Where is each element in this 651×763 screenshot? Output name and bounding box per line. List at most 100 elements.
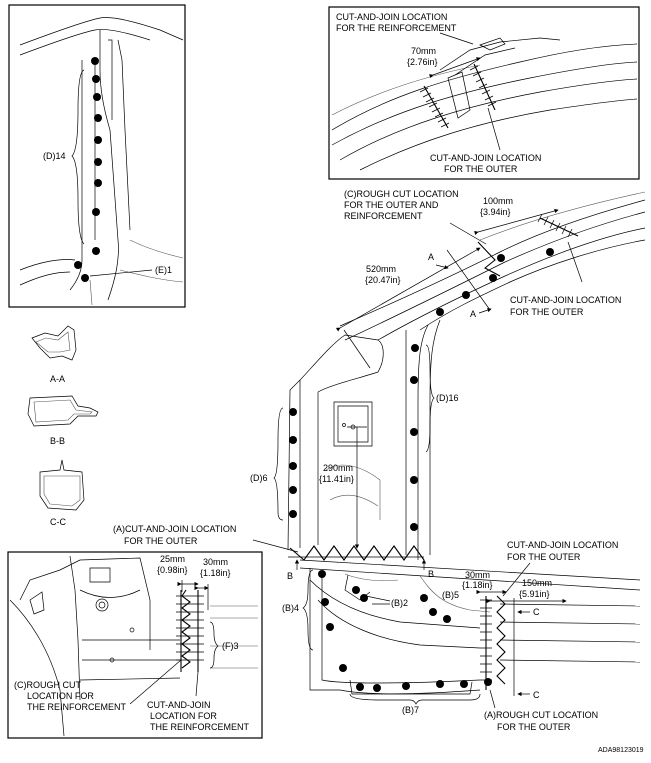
label-d16: (D)16 (436, 393, 459, 403)
outer-cut-label-2: FOR THE OUTER (444, 164, 518, 174)
b7-brace (349, 693, 481, 705)
label-b7: (B)7 (402, 705, 419, 715)
reinforcement-cut-label-2: FOR THE REINFORCEMENT (336, 23, 457, 33)
dim-30mm-main: 30mm (465, 570, 490, 580)
spot-welds-d14 (74, 57, 102, 282)
dim-70in: {2.76in} (407, 57, 438, 67)
label-e1: (E)1 (155, 265, 172, 275)
section-aa: A-A (31, 325, 77, 384)
inset-cut-lines (176, 580, 209, 672)
cut-join-outer-lower-leader (502, 562, 531, 597)
pillar-drawing (19, 17, 184, 306)
inset-top-right-frame (328, 6, 640, 180)
b4-brace (302, 569, 314, 651)
outer-leader (487, 107, 501, 151)
dim-100in: {3.94in} (480, 207, 511, 217)
label-b5: (B)5 (442, 590, 459, 600)
inset-bottom-left: 25mm {0.98in} 30mm {1.18in} (F)3 (C)ROUG… (7, 551, 263, 739)
dim-520in: {20.47in} (365, 275, 401, 285)
section-a-bottom: A (470, 309, 476, 319)
main-annotations: (C)ROUGH CUT LOCATION FOR THE OUTER AND … (113, 189, 621, 732)
rocker-detail-drawing (9, 555, 258, 737)
d16-brace (425, 344, 435, 453)
dim-100mm: 100mm (483, 196, 513, 206)
inset-rough-cut-3: THE REINFORCEMENT (27, 702, 127, 712)
reinforcement-leader (439, 32, 474, 45)
dim-520mm: 520mm (366, 264, 396, 274)
label-b4: (B)4 (282, 603, 299, 613)
label-d6: (D)6 (250, 473, 268, 483)
inset-cut-join-2: LOCATION FOR (150, 711, 217, 721)
section-a-line (446, 249, 491, 311)
spot-welds-b (318, 570, 492, 692)
cut-join-outer-right-2: FOR THE OUTER (510, 307, 584, 317)
rough-cut-c-3: REINFORCEMENT (344, 211, 423, 221)
inset-top-right: CUT-AND-JOIN LOCATION FOR THE REINFORCEM… (328, 6, 640, 180)
section-c-bottom: C (533, 690, 540, 700)
cut-join-outer-lower-2: FOR THE OUTER (507, 552, 581, 562)
rough-cut-c-1: (C)ROUGH CUT LOCATION (344, 189, 459, 199)
section-c-top: C (533, 607, 540, 617)
inset-dim-30in: {1.18in} (200, 568, 231, 578)
a-cut-join-1: (A)CUT-AND-JOIN LOCATION (113, 524, 236, 534)
inset-rough-cut-leader (129, 659, 182, 705)
a-rough-cut-2: FOR THE OUTER (497, 722, 571, 732)
inset-cut-join-leader (195, 671, 199, 697)
spot-welds-d16 (410, 248, 554, 531)
dim-100-arrow (474, 208, 559, 235)
inset-dim-25mm: 25mm (160, 554, 185, 564)
label-aa: A-A (50, 374, 65, 384)
dim-150in: {5.91in} (519, 589, 550, 599)
dim-70-arrow (428, 57, 481, 79)
label-cc: C-C (50, 517, 66, 527)
section-a-top: A (428, 252, 434, 262)
label-bb: B-B (50, 436, 65, 446)
inset-dim-25in: {0.98in} (157, 565, 188, 575)
cut-join-outer-right-1: CUT-AND-JOIN LOCATION (510, 295, 621, 305)
dim-70mm: 70mm (411, 46, 436, 56)
a-cut-join-2: FOR THE OUTER (124, 536, 198, 546)
inset-dim-30mm: 30mm (203, 557, 228, 567)
dim-520-arrow (335, 247, 481, 332)
label-d14: (D)14 (43, 151, 66, 161)
a-cut-join-leader (252, 539, 299, 553)
figure-code: ADA98123019 (598, 747, 644, 754)
b2-leader-1 (365, 595, 391, 602)
section-b-right: B (428, 569, 434, 579)
inset-rough-cut-1: (C)ROUGH CUT (14, 680, 81, 690)
a-rough-cut-leader (489, 689, 496, 709)
dim-290in: {11.41in} (319, 474, 354, 484)
dim-150mm: 150mm (522, 578, 552, 588)
rough-cut-c-leader (449, 222, 487, 245)
roof-rail-drawing (331, 37, 638, 171)
dim-30in-main: {1.18in} (462, 580, 493, 590)
inset-bottom-left-frame (7, 551, 263, 739)
section-a-top-arrow (435, 264, 449, 270)
inset-cut-join-1: CUT-AND-JOIN (147, 700, 211, 710)
section-cc: C-C (39, 459, 85, 527)
spot-welds-d6 (289, 408, 297, 518)
outer-cut-label-1: CUT-AND-JOIN LOCATION (430, 153, 541, 163)
inset-cut-join-3: THE REINFORCEMENT (150, 722, 250, 732)
label-b2: (B)2 (391, 598, 408, 608)
dim-520-leader (343, 329, 371, 369)
inset-top-left: (D)14 (E)1 (8, 4, 186, 308)
d6-brace (273, 407, 284, 521)
inset-top-left-frame (8, 4, 186, 308)
outer-right-leader (567, 241, 583, 283)
dim-290mm: 290mm (323, 463, 353, 473)
a-rough-cut-1: (A)ROUGH CUT LOCATION (484, 710, 598, 720)
rough-cut-c-2: FOR THE OUTER AND (344, 200, 439, 210)
section-bb: B-B (27, 395, 99, 446)
section-a-bottom-arrow (478, 308, 492, 314)
d14-brace (71, 69, 85, 245)
label-f3: (F)3 (222, 641, 239, 651)
section-b-left: B (287, 571, 293, 581)
cut-join-outer-lower-1: CUT-AND-JOIN LOCATION (507, 540, 618, 550)
inset-rough-cut-2: LOCATION FOR (27, 691, 94, 701)
f3-brace (209, 621, 219, 669)
e1-leader (89, 269, 153, 277)
reinforcement-cut-label-1: CUT-AND-JOIN LOCATION (336, 12, 447, 22)
main-body-drawing (287, 191, 646, 696)
